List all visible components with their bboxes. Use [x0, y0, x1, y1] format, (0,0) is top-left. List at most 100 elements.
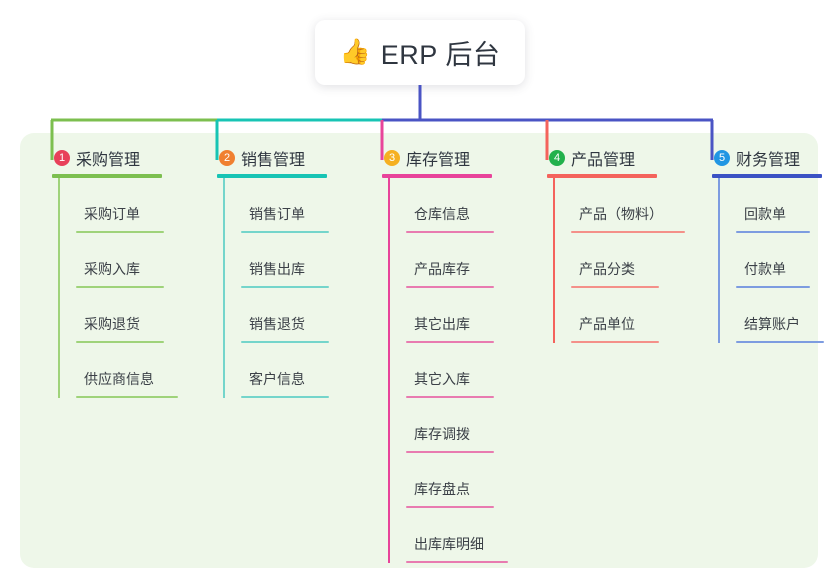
- thumbs-up-icon: 👍: [339, 38, 371, 66]
- branch-item-underline: [406, 341, 494, 343]
- branch-item-underline: [571, 341, 659, 343]
- branch-item-label: 结算账户: [744, 316, 800, 332]
- branch-title: 库存管理: [406, 151, 471, 169]
- branch-item-underline: [76, 341, 164, 343]
- branch-underline: [52, 174, 162, 178]
- branch-item[interactable]: 库存盘点: [406, 453, 516, 508]
- branch-item-label: 产品分类: [579, 261, 635, 277]
- branch-item-underline: [76, 231, 164, 233]
- branch-item-underline: [406, 231, 494, 233]
- branch-column-1: 1 采购管理采购订单采购入库采购退货供应商信息: [36, 145, 186, 398]
- branch-item-label: 产品单位: [579, 316, 635, 332]
- branch-item-underline: [571, 286, 659, 288]
- branch-item[interactable]: 仓库信息: [406, 178, 516, 233]
- branch-item-label: 库存盘点: [414, 481, 470, 497]
- branch-item-label: 其它入库: [414, 371, 470, 387]
- branch-title: 产品管理: [571, 151, 636, 169]
- branch-item-label: 产品库存: [414, 261, 470, 277]
- branch-items: 回款单付款单结算账户: [718, 178, 839, 343]
- branch-stem: [223, 178, 225, 398]
- branch-items: 销售订单销售出库销售退货客户信息: [223, 178, 351, 398]
- branch-stem: [388, 178, 390, 563]
- branch-item[interactable]: 产品（物料）: [571, 178, 685, 233]
- branch-item-underline: [736, 341, 824, 343]
- branch-item[interactable]: 销售出库: [241, 233, 351, 288]
- branch-item-underline: [406, 396, 494, 398]
- branch-items: 产品（物料） 产品分类产品单位: [553, 178, 685, 343]
- branch-item[interactable]: 采购订单: [76, 178, 186, 233]
- branch-underline: [382, 174, 492, 178]
- branch-item-label: 其它出库: [414, 316, 470, 332]
- branch-item[interactable]: 产品单位: [571, 288, 681, 343]
- branch-item-label: 产品（物料）: [579, 206, 663, 222]
- branch-item[interactable]: 结算账户: [736, 288, 839, 343]
- branch-item-label: 销售订单: [249, 206, 305, 222]
- branch-header-4[interactable]: 4 产品管理: [531, 145, 681, 170]
- branch-item[interactable]: 回款单: [736, 178, 839, 233]
- branch-item[interactable]: 库存调拨: [406, 398, 516, 453]
- branch-item-underline: [736, 231, 810, 233]
- branch-item-underline: [241, 341, 329, 343]
- diagram-panel: [20, 133, 818, 568]
- branch-item-underline: [736, 286, 810, 288]
- branch-item-label: 仓库信息: [414, 206, 470, 222]
- branch-item-underline: [406, 506, 494, 508]
- branch-header-5[interactable]: 5 财务管理: [696, 145, 839, 170]
- branch-item[interactable]: 产品分类: [571, 233, 681, 288]
- branch-item-underline: [241, 231, 329, 233]
- branch-number-badge: 4: [549, 149, 565, 166]
- branch-item-label: 采购入库: [84, 261, 140, 277]
- branch-column-3: 3 库存管理仓库信息产品库存其它出库其它入库库存调拨库存盘点出库库明细: [366, 145, 516, 563]
- branch-item-label: 付款单: [744, 261, 786, 277]
- branch-item[interactable]: 采购入库: [76, 233, 186, 288]
- branch-title: 销售管理: [241, 151, 306, 169]
- branch-item-underline: [76, 286, 164, 288]
- branch-item-underline: [76, 396, 178, 398]
- branch-item[interactable]: 供应商信息: [76, 343, 186, 398]
- branch-column-5: 5 财务管理回款单付款单结算账户: [696, 145, 839, 343]
- branch-item-label: 出库库明细: [414, 536, 484, 552]
- branch-item-label: 供应商信息: [84, 371, 154, 387]
- branch-header-1[interactable]: 1 采购管理: [36, 145, 186, 170]
- branch-item-label: 采购订单: [84, 206, 140, 222]
- branch-item[interactable]: 采购退货: [76, 288, 186, 343]
- branch-item-underline: [241, 286, 329, 288]
- branch-items: 仓库信息产品库存其它出库其它入库库存调拨库存盘点出库库明细: [388, 178, 516, 563]
- branch-stem: [58, 178, 60, 398]
- branch-number-badge: 5: [714, 149, 730, 166]
- branch-item-label: 回款单: [744, 206, 786, 222]
- branch-stem: [553, 178, 555, 343]
- branch-item-underline: [571, 231, 685, 233]
- branch-header-2[interactable]: 2 销售管理: [201, 145, 351, 170]
- branch-item-label: 销售退货: [249, 316, 305, 332]
- branch-underline: [712, 174, 822, 178]
- branch-items: 采购订单采购入库采购退货供应商信息: [58, 178, 186, 398]
- branch-column-4: 4 产品管理产品（物料） 产品分类产品单位: [531, 145, 685, 343]
- branch-item[interactable]: 销售订单: [241, 178, 351, 233]
- root-title: ERP 后台: [380, 40, 501, 70]
- branch-header-3[interactable]: 3 库存管理: [366, 145, 516, 170]
- branch-item[interactable]: 客户信息: [241, 343, 351, 398]
- branch-column-2: 2 销售管理销售订单销售出库销售退货客户信息: [201, 145, 351, 398]
- branch-item-underline: [406, 561, 508, 563]
- branch-title: 采购管理: [76, 151, 141, 169]
- branch-item[interactable]: 销售退货: [241, 288, 351, 343]
- branch-item-underline: [241, 396, 329, 398]
- branch-item[interactable]: 其它入库: [406, 343, 516, 398]
- branch-number-badge: 3: [384, 149, 400, 166]
- branch-item[interactable]: 产品库存: [406, 233, 516, 288]
- branch-underline: [547, 174, 657, 178]
- branch-number-badge: 2: [219, 149, 235, 166]
- branch-item-label: 客户信息: [249, 371, 305, 387]
- branch-underline: [217, 174, 327, 178]
- root-node[interactable]: 👍 ERP 后台: [315, 20, 525, 85]
- branch-item-label: 销售出库: [249, 261, 305, 277]
- branch-number-badge: 1: [54, 149, 70, 166]
- branch-item[interactable]: 出库库明细: [406, 508, 516, 563]
- branch-item-underline: [406, 286, 494, 288]
- branch-item[interactable]: 付款单: [736, 233, 839, 288]
- branch-item[interactable]: 其它出库: [406, 288, 516, 343]
- branch-title: 财务管理: [736, 151, 801, 169]
- branch-item-underline: [406, 451, 494, 453]
